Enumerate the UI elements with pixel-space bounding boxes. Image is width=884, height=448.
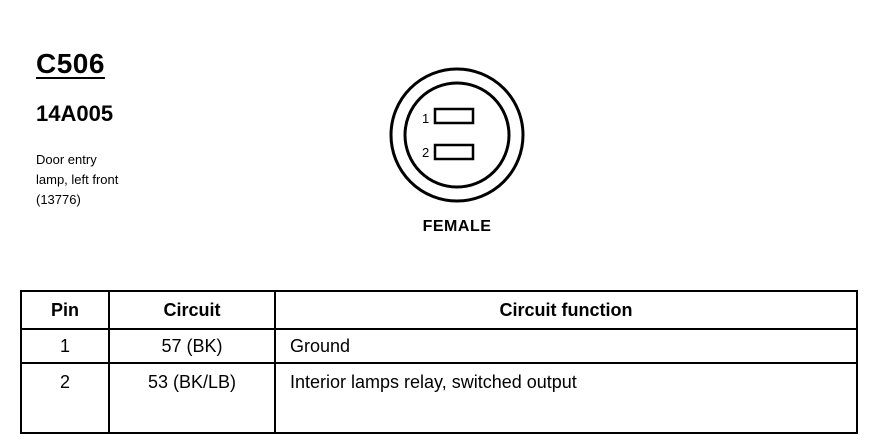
part-number: 14A005 — [36, 101, 114, 126]
pin-1-label: 1 — [422, 111, 429, 126]
connector-description: Door entry lamp, left front (13776) — [36, 150, 176, 210]
cell-circuit: 57 (BK) — [108, 328, 276, 364]
cell-circuit-function: Interior lamps relay, switched output — [274, 362, 858, 434]
table-header-row: Pin Circuit Circuit function — [20, 290, 858, 330]
header-circuit-function: Circuit function — [274, 290, 858, 330]
connector-face-diagram: 1 2 — [389, 67, 525, 203]
description-line: (13776) — [36, 192, 81, 207]
pin-2-label: 2 — [422, 145, 429, 160]
header-circuit: Circuit — [108, 290, 276, 330]
connector-gender-label: FEMALE — [422, 218, 492, 235]
table-row: 2 53 (BK/LB) Interior lamps relay, switc… — [20, 362, 858, 434]
cell-pin: 2 — [20, 362, 110, 434]
cell-circuit: 53 (BK/LB) — [108, 362, 276, 434]
connector-id: C506 — [36, 48, 105, 79]
header-pin: Pin — [20, 290, 110, 330]
pin-1-terminal — [433, 107, 475, 125]
cell-circuit-function: Ground — [274, 328, 858, 364]
cell-pin: 1 — [20, 328, 110, 364]
description-line: Door entry — [36, 152, 97, 167]
connector-outer-ring — [389, 67, 525, 203]
description-line: lamp, left front — [36, 172, 119, 187]
pin-2-terminal — [433, 143, 475, 161]
pin-table: Pin Circuit Circuit function 1 57 (BK) G… — [20, 290, 858, 434]
table-row: 1 57 (BK) Ground — [20, 328, 858, 364]
connector-inner-ring — [403, 81, 511, 189]
